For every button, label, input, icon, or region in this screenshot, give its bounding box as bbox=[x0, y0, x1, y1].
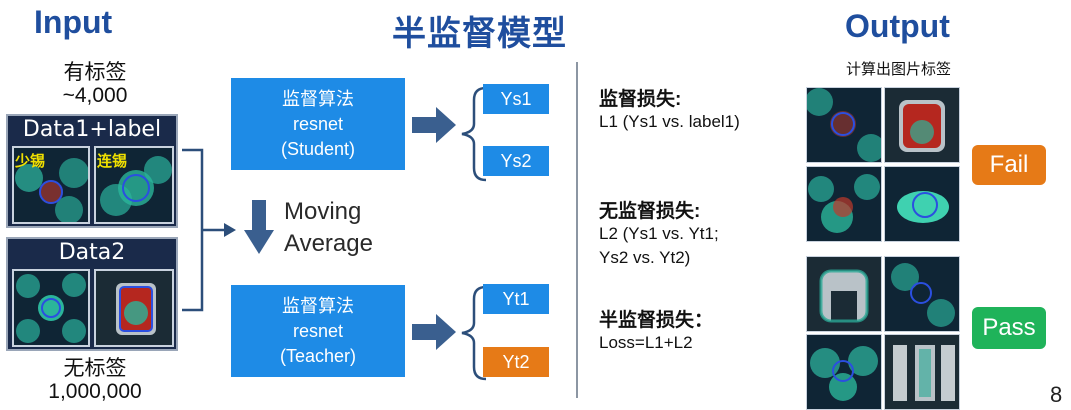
unlabeled-label: 无标签 bbox=[63, 357, 127, 380]
output-yt2: Yt2 bbox=[483, 347, 549, 377]
labeled-label: 有标签 bbox=[63, 61, 127, 84]
teacher-arrow bbox=[412, 314, 456, 350]
student-line-3: (Student) bbox=[280, 138, 356, 159]
output-title: Output bbox=[845, 8, 950, 44]
pass-image-3 bbox=[806, 334, 882, 410]
supervised-loss-text: L1 (Ys1 vs. label1) bbox=[599, 112, 740, 131]
data2-image-1 bbox=[12, 269, 90, 347]
data1-panel: Data1+label 少锡 连锡 bbox=[6, 114, 178, 228]
output-yt1: Yt1 bbox=[483, 284, 549, 314]
fail-image-3 bbox=[806, 166, 882, 242]
data2-image-2 bbox=[94, 269, 174, 347]
teacher-line-1: 监督算法 bbox=[282, 295, 354, 316]
fail-badge: Fail bbox=[972, 145, 1046, 185]
moving-average-arrow bbox=[244, 200, 274, 254]
output-subtitle: 计算出图片标签 bbox=[846, 61, 952, 78]
data1-image-2 bbox=[94, 146, 174, 224]
semi-supervised-loss-heading: 半监督损失： bbox=[599, 310, 714, 331]
student-arrow bbox=[412, 107, 456, 143]
input-merge-bracket bbox=[182, 148, 236, 312]
fail-image-4 bbox=[884, 166, 960, 242]
fail-image-2 bbox=[884, 87, 960, 163]
center-title: 半监督模型 bbox=[392, 15, 567, 53]
moving-average-line-2: Average bbox=[284, 230, 373, 257]
data1-tag-1: 少锡 bbox=[15, 152, 46, 170]
teacher-line-2: resnet bbox=[292, 320, 344, 341]
data1-title: Data1+label bbox=[22, 117, 162, 142]
section-divider bbox=[576, 62, 578, 398]
pass-image-2 bbox=[884, 256, 960, 332]
unlabeled-count: 1,000,000 bbox=[48, 380, 142, 403]
student-box: 监督算法 resnet (Student) bbox=[231, 78, 405, 170]
supervised-loss-heading: 监督损失: bbox=[599, 89, 682, 110]
input-title: Input bbox=[34, 4, 113, 40]
data2-panel: Data2 bbox=[6, 237, 178, 351]
data2-title: Data2 bbox=[58, 240, 126, 265]
page-number: 8 bbox=[1050, 382, 1063, 407]
fail-image-1 bbox=[806, 87, 882, 163]
teacher-output-bracket bbox=[461, 285, 487, 381]
labeled-count: ~4,000 bbox=[62, 84, 128, 107]
moving-average-label: Moving Average bbox=[284, 196, 373, 260]
teacher-box: 监督算法 resnet (Teacher) bbox=[231, 285, 405, 377]
moving-average-line-1: Moving bbox=[284, 198, 362, 225]
output-ys2: Ys2 bbox=[483, 146, 549, 176]
unsupervised-loss-text: L2 (Ys1 vs. Yt1; Ys2 vs. Yt2) bbox=[599, 224, 719, 267]
student-output-bracket bbox=[461, 86, 487, 182]
student-line-1: 监督算法 bbox=[282, 88, 354, 109]
output-ys1: Ys1 bbox=[483, 84, 549, 114]
pass-badge: Pass bbox=[972, 307, 1046, 349]
teacher-line-3: (Teacher) bbox=[279, 345, 357, 366]
unsupervised-loss-heading: 无监督损失: bbox=[599, 201, 701, 222]
data1-tag-2: 连锡 bbox=[97, 152, 128, 170]
student-line-2: resnet bbox=[292, 113, 344, 134]
data1-image-1 bbox=[12, 146, 90, 224]
semi-supervised-loss-text: Loss=L1+L2 bbox=[599, 333, 693, 352]
pass-image-1 bbox=[806, 256, 882, 332]
pass-image-4 bbox=[884, 334, 960, 410]
